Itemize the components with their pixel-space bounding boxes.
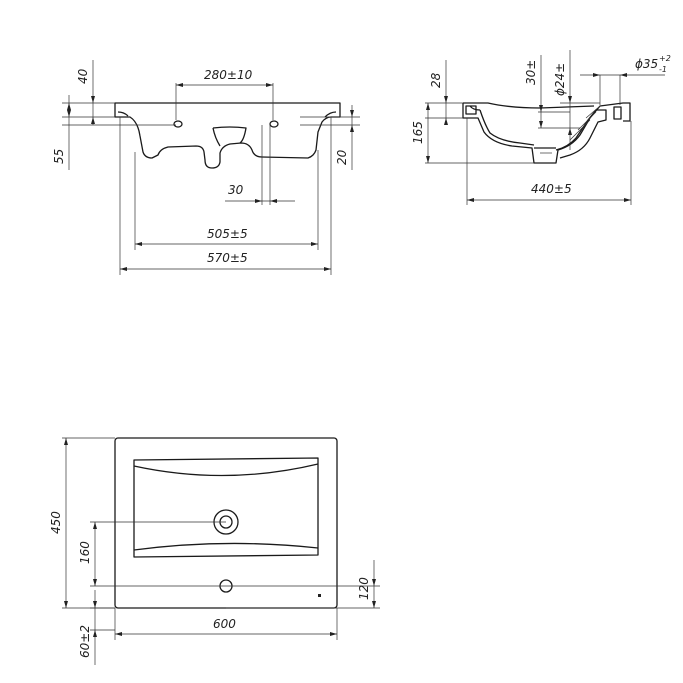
dim-overflow-dia-label: ϕ24±: [553, 63, 567, 96]
dim-side-height-label: 165: [411, 121, 425, 144]
side-rim-slot: [465, 105, 477, 115]
top-view-bowl-curve-bottom: [133, 542, 319, 551]
side-view-overflow: [569, 105, 601, 141]
front-view-center-body: [212, 126, 247, 147]
front-view-rim-inner: [117, 111, 337, 118]
dim-inner-label: 505±5: [207, 227, 248, 241]
front-view: 280±10 40 55 20 30 505±5 570±5: [52, 60, 360, 275]
dim-overflow-height-label: 30±: [524, 60, 538, 85]
tap-hole-left: [173, 120, 183, 128]
marker-dot: [318, 594, 321, 597]
dim-side-depth-label: 440±5: [531, 182, 572, 196]
dim-top-depth-label: 450: [49, 511, 63, 534]
dim-outer-label: 570±5: [207, 251, 248, 265]
dim-offset-label: 60±2: [78, 625, 92, 658]
side-view-bowl-inner: [469, 105, 535, 146]
dim-top-lip-label: 40: [76, 68, 90, 84]
side-view: 28 165 30± ϕ24± ϕ35 +2 -1 440±5: [411, 50, 671, 205]
side-view-siphon: [555, 109, 607, 159]
dim-drain-dia-label: ϕ35: [635, 57, 658, 71]
dim-side-label: 20: [335, 149, 349, 165]
dim-drain-label: 30: [228, 183, 244, 197]
dim-drain-pos-label: 160: [78, 541, 92, 564]
dim-drain-tol-lower: -1: [659, 65, 667, 74]
dim-height-label: 55: [52, 149, 66, 164]
top-view-bowl: [133, 457, 319, 558]
dim-holes-label: 280±10: [204, 68, 253, 82]
dim-top-width-label: 600: [213, 617, 236, 631]
front-view-outline: [114, 102, 341, 169]
top-view: 450 160 120 600 60±2: [49, 437, 380, 665]
overflow-slot: [613, 106, 622, 120]
dim-rim-label: 28: [429, 72, 443, 88]
top-view-bowl-curve-top: [133, 463, 319, 477]
top-view-outline: [114, 437, 338, 609]
dim-drain-tol-upper: +2: [659, 54, 671, 63]
dim-tap-pos-label: 120: [357, 577, 371, 600]
tap-hole-right: [269, 120, 279, 128]
